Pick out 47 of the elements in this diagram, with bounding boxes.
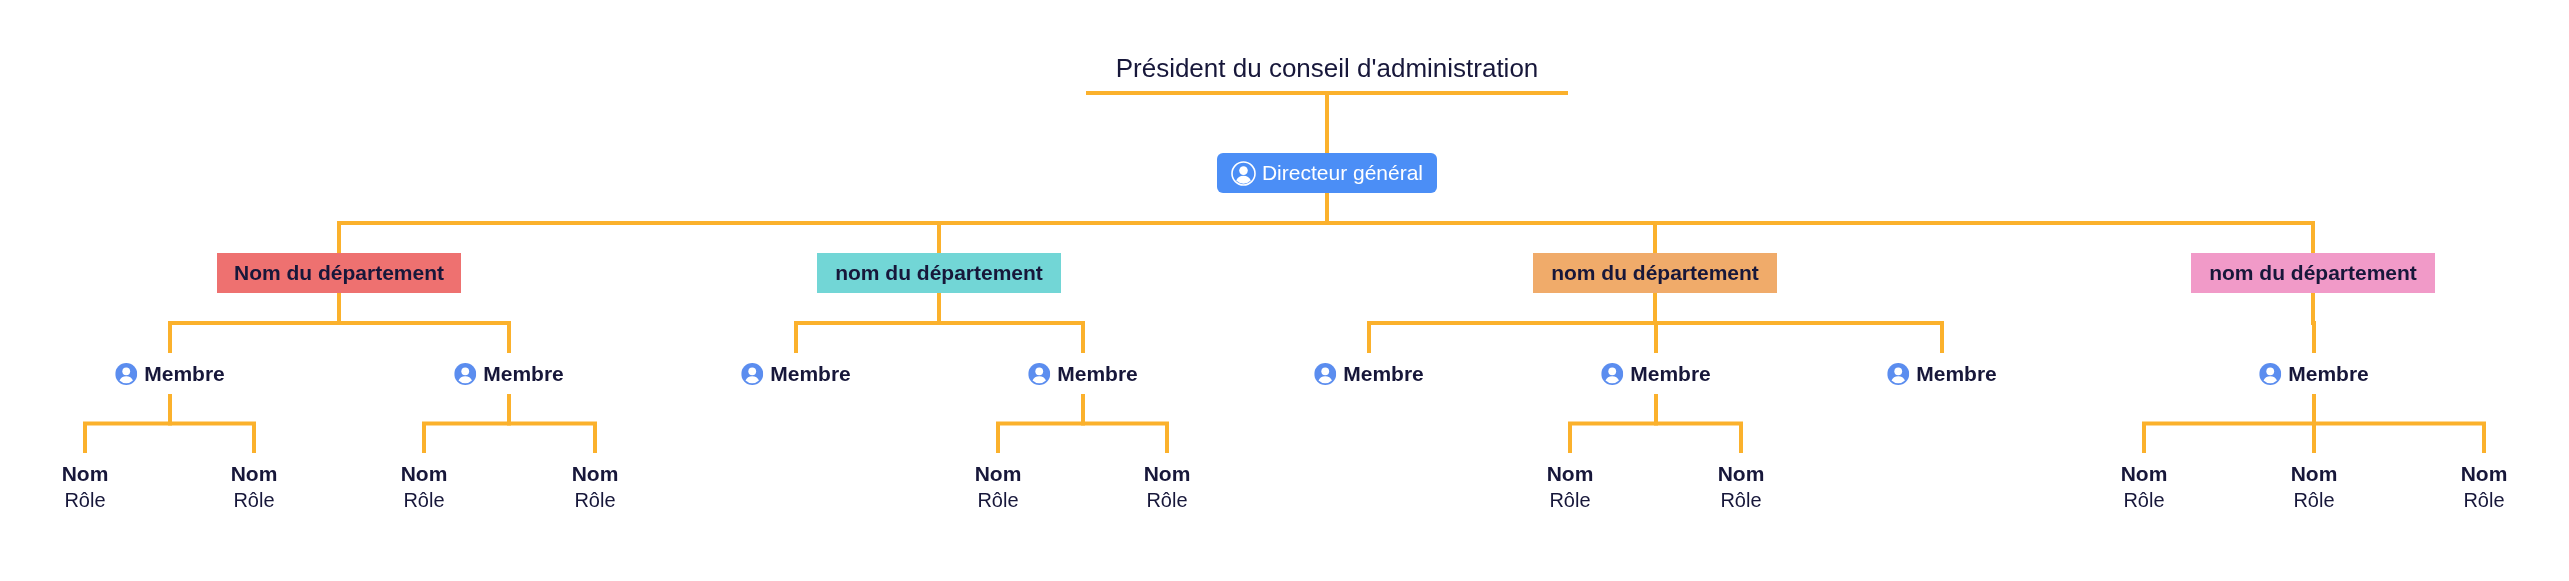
member-name: Membre [1916, 360, 1997, 387]
connector-line [1654, 394, 1743, 453]
role-text: Rôle [233, 488, 275, 513]
connector-line [1325, 95, 1329, 153]
member-name: Membre [1057, 360, 1138, 387]
connector-line [2312, 394, 2486, 453]
role-text: Rôle [2463, 488, 2505, 513]
role-text: Rôle [1549, 488, 1591, 513]
connector-line [168, 394, 256, 453]
underlined-title: Président du conseil d'administration [1086, 53, 1568, 95]
department-box: Nom du département [217, 253, 461, 293]
connector-line [2311, 293, 2316, 353]
role-text: Rôle [2123, 488, 2165, 513]
person-name: Nom [2290, 461, 2338, 487]
department-box: nom du département [1533, 253, 1777, 293]
member-name: Membre [770, 360, 851, 387]
box-label: Directeur général [1261, 160, 1424, 186]
director-box [1217, 153, 1437, 193]
person-name: Nom [230, 461, 278, 487]
role-text: Rôle [64, 488, 106, 513]
department-box: nom du département [817, 253, 1061, 293]
person-name: Nom [2460, 461, 2508, 487]
member-name: Membre [1343, 360, 1424, 387]
member-name: Membre [1630, 360, 1711, 387]
connector-line [1653, 293, 1944, 353]
connector-line [1081, 394, 1169, 453]
person-name: Nom [2120, 461, 2168, 487]
department-box: nom du département [2191, 253, 2435, 293]
member-name: Membre [144, 360, 225, 387]
role-text: Rôle [403, 488, 445, 513]
member-name: Membre [483, 360, 564, 387]
person-name: Nom [61, 461, 109, 487]
role-text: Rôle [574, 488, 616, 513]
connector-line [937, 293, 1085, 353]
person-name: Nom [1546, 461, 1594, 487]
role-text: Rôle [2293, 488, 2335, 513]
role-text: Rôle [1146, 488, 1188, 513]
person-name: Nom [571, 461, 619, 487]
person-name: Nom [1717, 461, 1765, 487]
role-text: Rôle [977, 488, 1019, 513]
connector-line [337, 293, 511, 353]
connector-line [507, 394, 597, 453]
person-name: Nom [400, 461, 448, 487]
person-name: Nom [1143, 461, 1191, 487]
person-name: Nom [974, 461, 1022, 487]
member-name: Membre [2288, 360, 2369, 387]
role-text: Rôle [1720, 488, 1762, 513]
